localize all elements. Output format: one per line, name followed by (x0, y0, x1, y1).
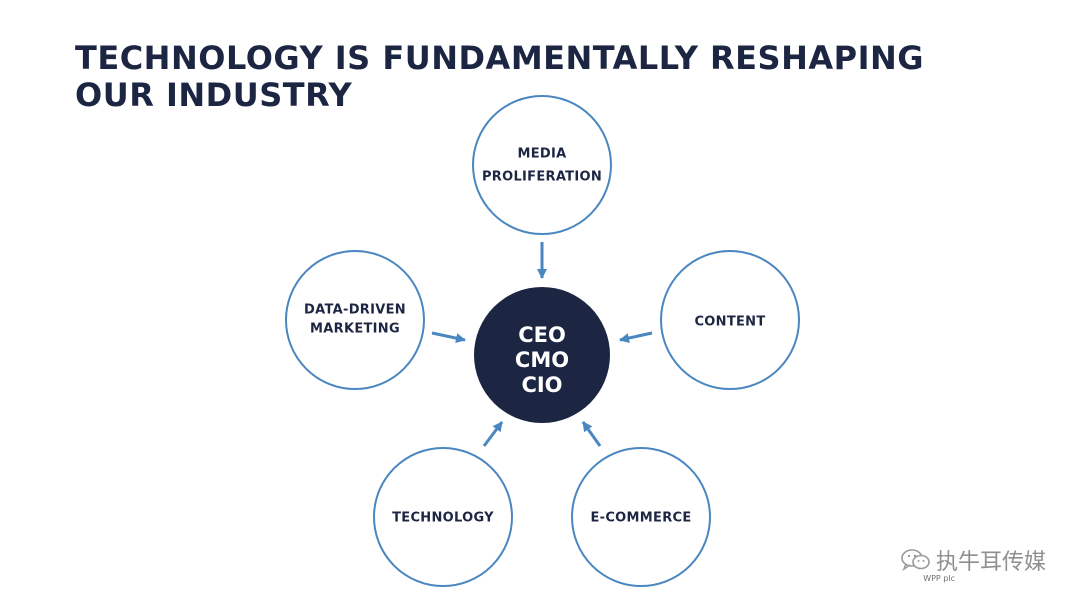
node-label-line: MEDIA (517, 147, 566, 162)
node-media-proliferation: MEDIA PROLIFERATION (472, 95, 612, 235)
node-label-line: MARKETING (310, 322, 400, 337)
center-label-cio: CIO (521, 373, 562, 397)
arrow-content-to-center (619, 331, 653, 343)
node-circle (373, 447, 513, 587)
wechat-icon (901, 549, 930, 572)
node-circle (571, 447, 711, 587)
arrow-technology-to-center (482, 421, 504, 447)
node-label-line: CONTENT (694, 315, 765, 330)
node-circle (285, 250, 425, 390)
center-label-cmo: CMO (515, 348, 569, 372)
center-node: CEO CMO CIO (474, 287, 610, 423)
node-technology: TECHNOLOGY (373, 447, 513, 587)
node-label-line: DATA-DRIVEN (304, 303, 406, 318)
node-label-line: E-COMMERCE (590, 511, 691, 526)
node-label-line: TECHNOLOGY (392, 511, 494, 526)
center-circle (474, 287, 610, 423)
node-data-driven-marketing: DATA-DRIVEN MARKETING (285, 250, 425, 390)
watermark-subtext: WPP plc (923, 574, 955, 583)
page-title: TECHNOLOGY IS FUNDAMENTALLY RESHAPING OU… (75, 40, 924, 114)
node-circle (660, 250, 800, 390)
watermark: 执牛耳传媒 (900, 544, 1046, 576)
node-e-commerce: E-COMMERCE (571, 447, 711, 587)
node-content: CONTENT (660, 250, 800, 390)
page-title-line-2: OUR INDUSTRY (75, 76, 353, 114)
node-label-line: PROLIFERATION (482, 170, 602, 185)
center-label-ceo: CEO (518, 323, 566, 347)
page-title-line-1: TECHNOLOGY IS FUNDAMENTALLY RESHAPING (75, 39, 925, 77)
node-circle (472, 95, 612, 235)
arrow-data-to-center (431, 331, 466, 344)
arrow-ecommerce-to-center (581, 421, 602, 447)
watermark-text: 执牛耳传媒 (935, 550, 1046, 575)
